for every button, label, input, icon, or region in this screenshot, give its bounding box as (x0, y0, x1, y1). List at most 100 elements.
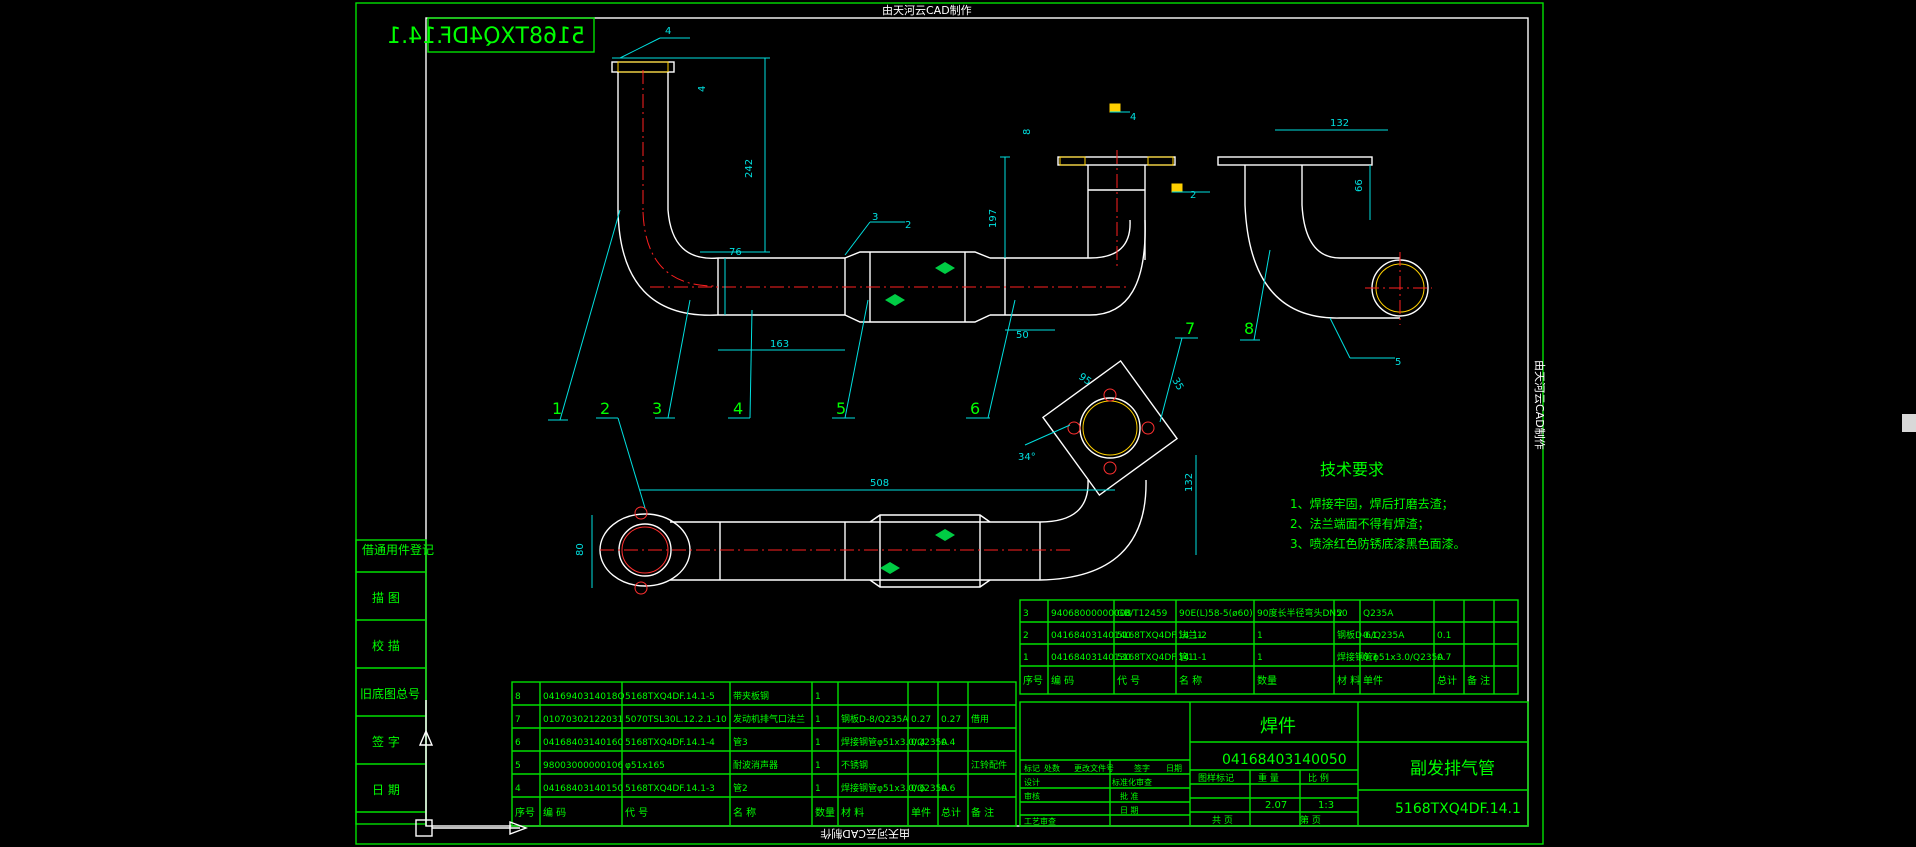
bom-cell: 90度长半径弯头DN50 (1257, 607, 1348, 619)
dim-8: 8 (1022, 129, 1033, 135)
title-block: 焊件 04168403140050 副发排气管 5168TXQ4DF.14.1 … (1019, 701, 1529, 827)
dim-163: 163 (770, 339, 789, 350)
bom-cell: 焊接钢管φ51x3.0/Q235A (841, 736, 948, 748)
bom-cell: 1 (1023, 653, 1029, 663)
scrollbar-thumb[interactable] (1902, 414, 1916, 432)
bom-header-cell: 材 料 (841, 806, 864, 819)
bom-cell: 04168403140140 (1051, 631, 1131, 641)
bom-cell: 1 (1257, 631, 1263, 641)
dim-95: 95 (1076, 371, 1093, 387)
bom-header-cell: 编 码 (543, 806, 566, 819)
bom-header-cell: 备 注 (971, 806, 994, 819)
bom-cell: 0.4 (941, 738, 956, 748)
bom-cell: 1 (815, 784, 821, 794)
bom-cell: 管3 (733, 736, 748, 748)
dim-34deg: 34° (1018, 452, 1036, 463)
tech-item-1: 1、焊接牢固，焊后打磨去渣； (1290, 496, 1454, 511)
tech-item-2: 2、法兰端面不得有焊渣； (1290, 516, 1430, 531)
svg-text:4: 4 (665, 26, 671, 37)
bom-cell: 借用 (971, 713, 989, 725)
svg-text:4: 4 (1130, 112, 1136, 123)
svg-text:批 准: 批 准 (1120, 791, 1139, 801)
bom-header-cell: 单件 (1363, 675, 1383, 687)
bom-header-cell: 序号 (1023, 674, 1043, 687)
bom-cell: 0.6 (911, 784, 926, 794)
svg-text:签字: 签字 (1134, 763, 1150, 773)
balloon-3: 3 (652, 399, 662, 418)
svg-text:标记: 标记 (1024, 763, 1040, 773)
balloon-1: 1 (552, 399, 562, 418)
bom-cell: 1 (815, 715, 821, 725)
tech-item-3: 3、喷涂红色防锈底漆黑色面漆。 (1290, 536, 1466, 551)
bom-header-cell: 总计 (941, 806, 961, 819)
bom-cell: 0.1 (1437, 631, 1451, 641)
svg-text:签 字: 签 字 (372, 734, 400, 749)
side-register-column: 借通用件登记 描 图 校 描 旧底图总号 签 字 日 期 (355, 539, 434, 825)
dim-197: 197 (988, 209, 999, 228)
bom-cell: 管2 (733, 782, 748, 794)
bom-cell: 1 (815, 692, 821, 702)
bom-cell: 1 (815, 738, 821, 748)
bom-header-cell: 单件 (911, 807, 931, 819)
bom-header-cell: 总计 (1437, 674, 1457, 687)
svg-text:图样标记: 图样标记 (1198, 772, 1234, 784)
side-frame-label: 由天河云CAD制作 (1533, 360, 1547, 450)
bom-cell: 1 (1257, 653, 1263, 663)
bom-header-cell: 代 号 (625, 807, 648, 819)
svg-text:借通用件登记: 借通用件登记 (362, 542, 434, 557)
title-block-scale: 1:3 (1318, 800, 1334, 811)
bom-cell: 5168TXQ4DF.14.1-3 (625, 784, 715, 794)
vertical-scrollbar[interactable] (1902, 0, 1916, 847)
bom-cell: 1 (815, 761, 821, 771)
bom-cell: 0.27 (911, 715, 931, 725)
bom-header-cell: 名 称 (733, 806, 756, 819)
bom-cell: 01070302122031 (543, 715, 623, 725)
bom-cell: GB/T12459 (1117, 609, 1168, 619)
bom-cell: 2 (1023, 631, 1029, 641)
title-block-drawing-no: 5168TXQ4DF.14.1 (1395, 801, 1521, 817)
bom-cell: 04168403140160 (543, 738, 623, 748)
bom-cell: 江铃配件 (971, 759, 1007, 771)
svg-text:2: 2 (1190, 190, 1196, 201)
bom-header-cell: 材 料 (1337, 674, 1360, 687)
bom-cell: 耐波消声器 (733, 759, 778, 771)
bom-cell: 6 (515, 738, 521, 748)
bom-cell: 2 (1337, 609, 1343, 619)
bom-cell: 5168TXQ4DF.14.1-4 (625, 738, 715, 748)
bom-cell: 钢板D-8/Q235A (841, 713, 909, 725)
dim-242: 242 (744, 159, 755, 178)
svg-text:比 例: 比 例 (1308, 772, 1329, 784)
weld-symbols: 4 3 2 4 2 5 (619, 26, 1401, 368)
svg-text:工艺审查: 工艺审查 (1024, 816, 1056, 826)
bom-cell: 3 (1023, 609, 1029, 619)
svg-text:5: 5 (1395, 357, 1401, 368)
svg-text:日 期: 日 期 (1120, 806, 1139, 815)
svg-text:旧底图总号: 旧底图总号 (360, 686, 420, 701)
balloon-8: 8 (1244, 319, 1254, 338)
bom-cell: 7 (515, 715, 521, 725)
balloon-4: 4 (733, 399, 743, 418)
bom-cell: 90E(L)58-5(ø60) (1179, 609, 1253, 619)
dim-4: 4 (697, 86, 708, 92)
bom-cell: 焊接钢管φ51x3.0/Q235A (841, 782, 948, 794)
drawing-code-mirror: 5168TXQ4DF.14.1 (387, 24, 585, 49)
svg-text:审核: 审核 (1024, 791, 1040, 801)
bom-cell: φ51x165 (625, 761, 665, 771)
bom-cell: 0.27 (941, 715, 961, 725)
svg-text:日期: 日期 (1166, 764, 1182, 773)
balloon-6: 6 (970, 399, 980, 418)
svg-text:更改文件号: 更改文件号 (1074, 763, 1114, 773)
svg-text:2: 2 (905, 220, 911, 231)
dim-132: 132 (1330, 118, 1349, 129)
title-block-sheet: 第 页 (1300, 814, 1321, 826)
title-block-type: 焊件 (1260, 716, 1296, 737)
bom-cell: 0.1 (1363, 631, 1377, 641)
bom-header-cell: 数量 (815, 806, 835, 819)
bom-cell: 04168403140130 (1051, 653, 1131, 663)
bottom-frame-label: 由天河云CAD制作 (820, 827, 910, 841)
tech-title: 技术要求 (1320, 460, 1384, 479)
bom-cell: 0416940314018O (543, 692, 625, 702)
svg-text:标准化审查: 标准化审查 (1112, 777, 1152, 787)
